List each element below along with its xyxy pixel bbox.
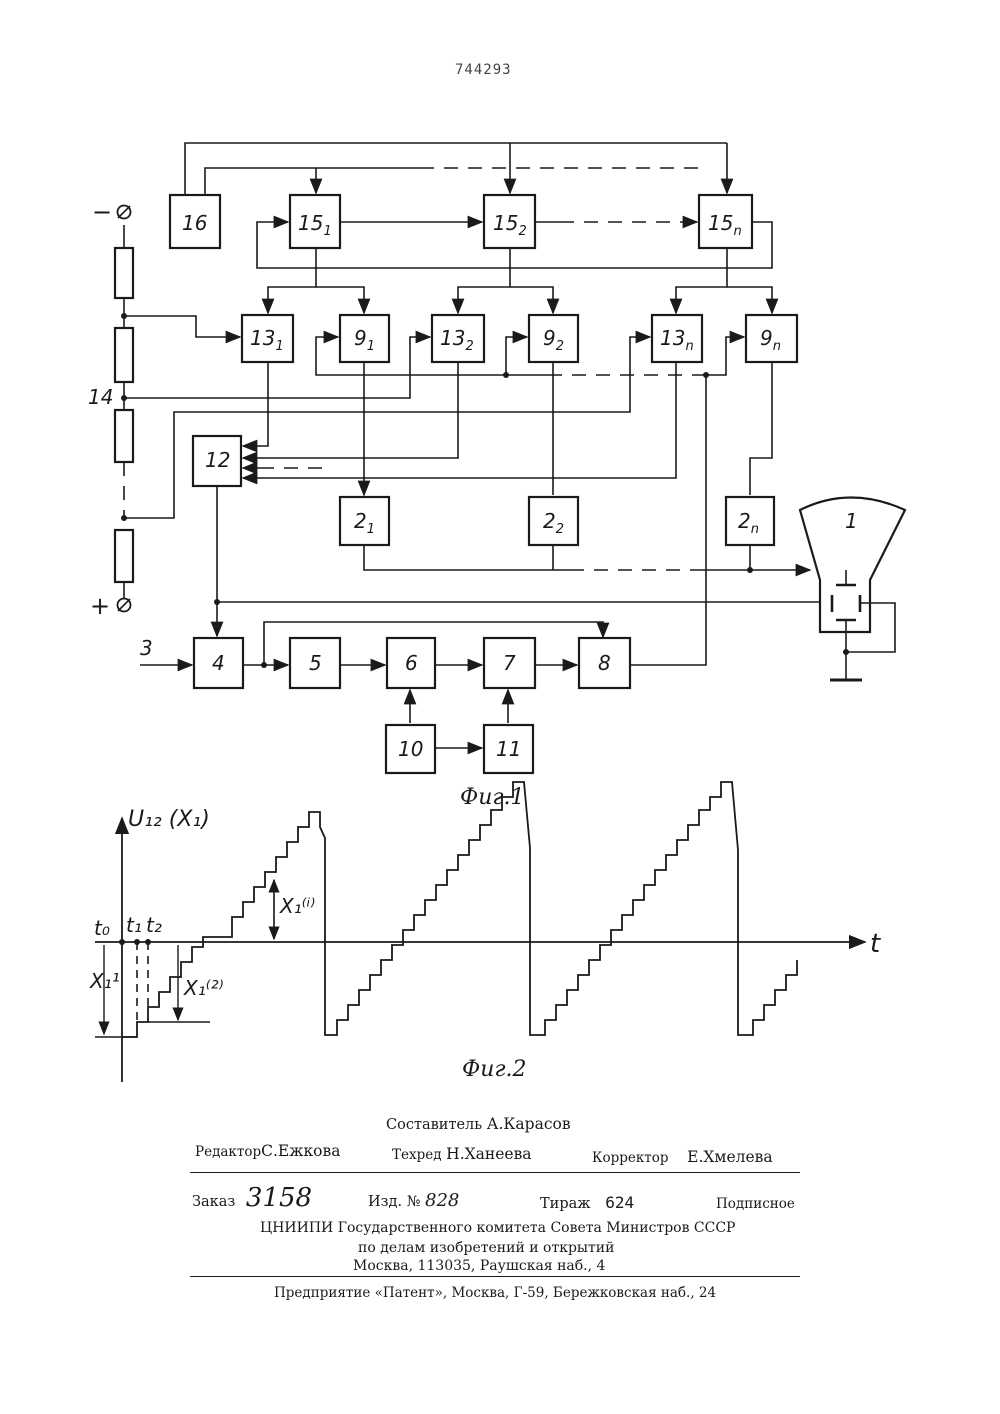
fig2-x1i-label: X₁⁽ⁱ⁾ bbox=[279, 894, 315, 918]
label-plus: + bbox=[90, 592, 110, 620]
footer-print-run: Тираж 624 bbox=[540, 1193, 634, 1212]
corrector-label: Корректор bbox=[592, 1150, 669, 1166]
label-11: 11 bbox=[496, 737, 521, 761]
label-crt: 1 bbox=[845, 509, 858, 533]
footer-rule-top bbox=[190, 1172, 800, 1173]
fig2-x12-label: X₁⁽²⁾ bbox=[183, 976, 224, 1000]
footer-issue: Изд. № 828 bbox=[368, 1190, 459, 1211]
corrector-name: Е.Хмелева bbox=[687, 1148, 773, 1166]
fig2-t0-label: t₀ bbox=[94, 916, 110, 940]
fig2-t1-label: t₁ bbox=[126, 913, 142, 937]
issue-label: Изд. № bbox=[368, 1194, 420, 1210]
footer-compiler: Составитель А.Карасов bbox=[386, 1115, 571, 1133]
wire-131-12 bbox=[243, 362, 268, 446]
resistor-4 bbox=[115, 530, 133, 582]
label-divider-14: 14 bbox=[88, 385, 113, 409]
footer-org-line1: ЦНИИПИ Государственного комитета Совета … bbox=[260, 1220, 735, 1236]
resistor-1 bbox=[115, 248, 133, 298]
print-run-value: 624 bbox=[605, 1193, 634, 1212]
wire-tap-131 bbox=[124, 316, 240, 337]
fig2-x-label: t bbox=[870, 929, 881, 959]
fig2-y-label: U₁₂ (X₁) bbox=[128, 807, 210, 832]
techred-label: Техред bbox=[392, 1147, 442, 1163]
wire-151-131 bbox=[268, 248, 316, 313]
wire-132-12 bbox=[243, 362, 458, 458]
label-6: 6 bbox=[405, 651, 418, 675]
wire-13n-12 bbox=[243, 362, 676, 478]
fig2-caption: Фиг.2 bbox=[462, 1057, 527, 1082]
resistor-3 bbox=[115, 410, 133, 462]
label-12: 12 bbox=[205, 448, 230, 472]
issue-value: 828 bbox=[425, 1190, 459, 1211]
footer-subscription: Подписное bbox=[716, 1196, 795, 1212]
footer-org-line3: Москва, 113035, Раушская наб., 4 bbox=[353, 1258, 605, 1274]
editor-label: Редактор bbox=[195, 1144, 261, 1160]
wire-151-91 bbox=[316, 287, 364, 313]
footer-editor: РедакторС.Ежкова bbox=[195, 1142, 340, 1160]
footer-order: Заказ 3158 bbox=[192, 1183, 312, 1213]
wire-16-bus bbox=[185, 143, 727, 195]
fig1-caption: Фиг.1 bbox=[460, 785, 525, 810]
wire-tap-13n bbox=[124, 337, 650, 518]
print-run-label: Тираж bbox=[540, 1196, 591, 1212]
wire-8-out bbox=[630, 375, 706, 665]
wire-feedback-9n bbox=[706, 337, 744, 375]
techred-name: Н.Ханеева bbox=[446, 1145, 531, 1163]
label-8: 8 bbox=[598, 651, 611, 675]
compiler-label: Составитель bbox=[386, 1117, 482, 1133]
wire-152-92 bbox=[510, 287, 553, 313]
footer-techred: Техред Н.Ханеева bbox=[392, 1145, 532, 1163]
wire-16-bus2 bbox=[205, 168, 420, 195]
label-4: 4 bbox=[212, 651, 225, 675]
wire-feedback-92 bbox=[506, 337, 527, 375]
fig2-x11-label: X₁¹ bbox=[89, 969, 120, 993]
label-7: 7 bbox=[503, 651, 516, 675]
resistor-2 bbox=[115, 328, 133, 382]
wire-15n-9n bbox=[727, 287, 772, 313]
label-minus: − bbox=[92, 198, 112, 226]
order-value: 3158 bbox=[246, 1183, 312, 1213]
footer-corrector: Корректор Е.Хмелева bbox=[592, 1148, 773, 1166]
wire-9n-2n bbox=[750, 362, 772, 495]
label-16: 16 bbox=[182, 211, 207, 235]
footer-rule-bottom bbox=[190, 1276, 800, 1277]
wire-15n-13n bbox=[676, 248, 727, 313]
fig2-t2-label: t₂ bbox=[146, 913, 162, 937]
compiler-name: А.Карасов bbox=[487, 1115, 571, 1133]
footer-enterprise: Предприятие «Патент», Москва, Г-59, Бере… bbox=[274, 1285, 716, 1301]
wire-152-132 bbox=[458, 248, 510, 313]
editor-name: С.Ежкова bbox=[261, 1142, 340, 1160]
order-label: Заказ bbox=[192, 1194, 235, 1210]
figure-2-graph: U₁₂ (X₁) t t₀ t₁ t₂ X₁¹ X₁⁽²⁾ X₁⁽ⁱ⁾ Фиг.… bbox=[89, 782, 881, 1082]
label-10: 10 bbox=[398, 737, 423, 761]
footer-org-line2: по делам изобретений и открытий bbox=[358, 1240, 614, 1256]
label-input-3: 3 bbox=[140, 636, 153, 660]
label-5: 5 bbox=[309, 651, 322, 675]
wire-21-crt bbox=[364, 545, 570, 570]
